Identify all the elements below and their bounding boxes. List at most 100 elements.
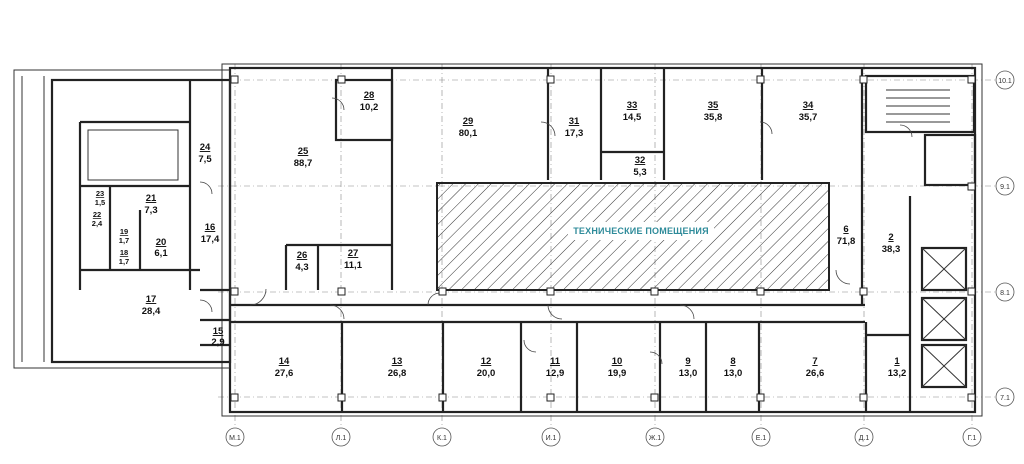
axis-label: 7.1 — [1000, 395, 1010, 402]
technical-zone-label: ТЕХНИЧЕСКИЕ ПОМЕЩЕНИЯ — [573, 226, 709, 236]
axis-label: 8.1 — [1000, 290, 1010, 297]
room-number: 10 — [612, 356, 623, 367]
room-number: 12 — [481, 356, 492, 367]
room-number: 34 — [803, 100, 814, 111]
axis-label: 9.1 — [1000, 184, 1010, 191]
room-area: 17,4 — [201, 234, 220, 245]
room-area: 2,9 — [211, 337, 224, 348]
room-number: 31 — [569, 116, 580, 127]
room-number: 1 — [894, 356, 900, 367]
room-area: 13,0 — [679, 368, 698, 379]
room-22: 222,4 — [92, 210, 103, 228]
room-area: 35,8 — [704, 112, 723, 123]
room-24: 247,5 — [198, 142, 212, 165]
room-number: 26 — [297, 250, 308, 261]
room-area: 7,3 — [144, 205, 157, 216]
room-area: 88,7 — [294, 158, 313, 169]
room-2: 238,3 — [882, 232, 901, 255]
room-number: 22 — [93, 210, 101, 219]
room-area: 1,7 — [119, 257, 129, 266]
room-area: 20,0 — [477, 368, 496, 379]
stairs-right — [886, 89, 950, 123]
axis-label: Ж.1 — [649, 435, 661, 442]
room-area: 17,3 — [565, 128, 584, 139]
room-labels: 113,2 238,3 671,8 726,6 813,0 913,0 1019… — [92, 90, 906, 379]
room-area: 13,0 — [724, 368, 743, 379]
room-area: 26,8 — [388, 368, 407, 379]
room-number: 32 — [635, 155, 646, 166]
room-number: 8 — [730, 356, 735, 367]
room-area: 12,9 — [546, 368, 565, 379]
room-area: 10,2 — [360, 102, 379, 113]
outer-walls — [13, 63, 983, 417]
room-area: 14,5 — [623, 112, 642, 123]
room-number: 35 — [708, 100, 719, 111]
axis-markers-bottom: М.1 Л.1 К.1 И.1 Ж.1 Е.1 Д.1 Г.1 — [225, 427, 982, 447]
technical-zone: ТЕХНИЧЕСКИЕ ПОМЕЩЕНИЯ — [436, 182, 830, 291]
room-area: 1,7 — [119, 236, 129, 245]
room-area: 1,5 — [95, 198, 105, 207]
room-number: 18 — [120, 248, 128, 257]
axis-marker: 9.1 — [995, 176, 1015, 196]
room-7: 726,6 — [806, 356, 825, 379]
room-number: 19 — [120, 227, 128, 236]
room-number: 2 — [888, 232, 893, 243]
room-number: 24 — [200, 142, 211, 153]
room-area: 11,1 — [344, 260, 363, 271]
room-number: 25 — [298, 146, 309, 157]
room-number: 9 — [685, 356, 690, 367]
room-number: 14 — [279, 356, 290, 367]
room-number: 20 — [156, 237, 167, 248]
room-area: 35,7 — [799, 112, 818, 123]
room-area: 5,3 — [633, 167, 646, 178]
room-19: 191,7 — [119, 227, 129, 245]
room-area: 7,5 — [198, 154, 212, 165]
axis-marker: М.1 — [225, 427, 245, 447]
room-23: 231,5 — [95, 189, 105, 207]
doors — [199, 97, 913, 365]
axis-marker: 7.1 — [995, 387, 1015, 407]
room-area: 71,8 — [837, 236, 856, 247]
room-number: 16 — [205, 222, 216, 233]
room-26: 264,3 — [295, 250, 308, 273]
axis-marker: Е.1 — [751, 427, 771, 447]
room-number: 7 — [812, 356, 817, 367]
room-area: 4,3 — [295, 262, 308, 273]
axis-label: Г.1 — [968, 435, 977, 442]
axis-label: Е.1 — [756, 435, 767, 442]
room-number: 13 — [392, 356, 403, 367]
room-1: 113,2 — [888, 356, 907, 379]
room-number: 29 — [463, 116, 474, 127]
room-area: 19,9 — [608, 368, 627, 379]
axis-label: Д.1 — [859, 435, 870, 442]
room-6: 671,8 — [837, 224, 856, 247]
axis-marker: 10.1 — [995, 70, 1015, 90]
axis-marker: 8.1 — [995, 282, 1015, 302]
room-number: 17 — [146, 294, 157, 305]
room-32: 325,3 — [633, 155, 646, 178]
room-number: 23 — [96, 189, 104, 198]
room-number: 33 — [627, 100, 638, 111]
room-15: 152,9 — [211, 326, 224, 348]
room-18: 181,7 — [119, 248, 129, 266]
axis-marker: И.1 — [541, 427, 561, 447]
room-20: 206,1 — [154, 237, 168, 259]
partitions — [78, 68, 977, 412]
room-area: 6,1 — [154, 248, 168, 259]
room-9: 913,0 — [679, 356, 698, 379]
room-area: 2,4 — [92, 219, 103, 228]
room-area: 80,1 — [459, 128, 478, 139]
room-number: 28 — [364, 90, 375, 101]
